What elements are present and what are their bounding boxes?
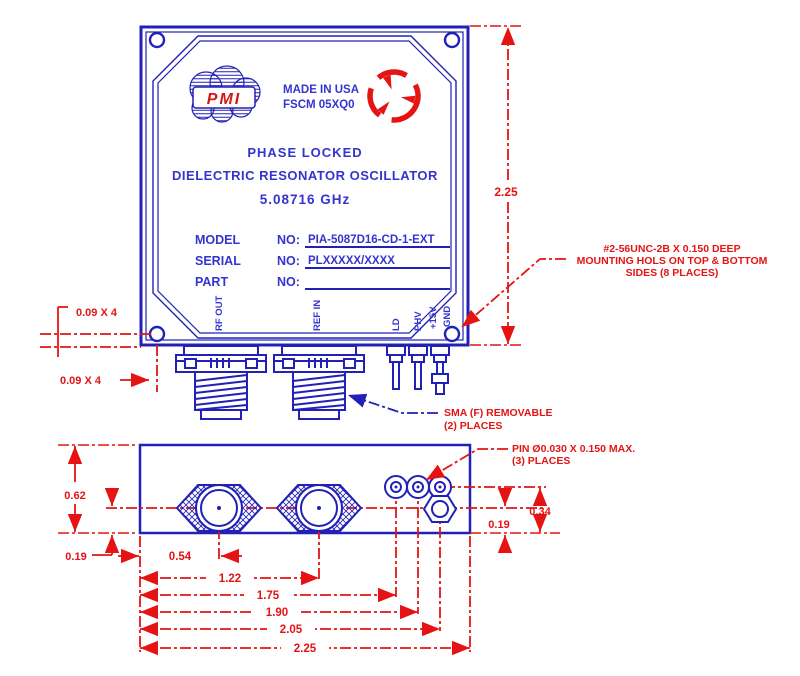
bottom-view-dimensions: 0.62 0.19 PIN Ø0.030 X 0.150 MAX. (3) PL… xyxy=(58,443,635,656)
dim-side-height: 0.62 xyxy=(58,444,138,534)
rf-out-label: RF OUT xyxy=(214,295,225,331)
pmi-logo-text: PMI xyxy=(207,91,241,108)
mounting-hole-top-left xyxy=(148,31,166,49)
svg-text:0.54: 0.54 xyxy=(169,551,192,563)
pin-end-view-3 xyxy=(428,475,452,499)
dim-side-offset-value: 0.19 xyxy=(65,551,86,563)
svg-text:1.90: 1.90 xyxy=(266,607,288,619)
pin-front-2 xyxy=(408,345,428,390)
dim-chain: 0.54 1.22 1.75 1.90 xyxy=(118,548,470,656)
title-phase-locked: PHASE LOCKED xyxy=(247,145,362,160)
sma-callout-line1: SMA (F) REMOVABLE xyxy=(444,407,553,419)
svg-text:2.05: 2.05 xyxy=(280,624,303,636)
gnd-label: GND xyxy=(442,306,453,327)
dim-pin-row-height: 0.34 xyxy=(470,488,560,534)
mounting-hole-top-right xyxy=(443,31,461,49)
made-in-usa-text: MADE IN USA xyxy=(283,84,359,96)
top-view-dimensions: 2.25 #2-56UNC-2B X 0.150 DEEP MOUNTING H… xyxy=(40,25,768,432)
dim-hole-offset-h-value: 0.09 X 4 xyxy=(60,375,102,387)
mounting-hole-bottom-right xyxy=(443,325,461,343)
dim-side-centerline-offset: 0.19 xyxy=(65,488,120,563)
title-dro: DIELECTRIC RESONATOR OSCILLATOR xyxy=(172,168,438,183)
mounting-callout-line2: MOUNTING HOLS ON TOP & BOTTOM xyxy=(577,255,768,267)
label-plate-outline xyxy=(152,35,457,339)
mounting-hole-bottom-left xyxy=(148,325,166,343)
mounting-hole-callout: #2-56UNC-2B X 0.150 DEEP MOUNTING HOLS O… xyxy=(461,243,768,328)
dim-hole-offset-vertical: 0.09 X 4 xyxy=(40,306,151,357)
case-outline xyxy=(139,25,470,347)
serial-label: SERIAL xyxy=(195,254,241,268)
mounting-callout-line1: #2-56UNC-2B X 0.150 DEEP xyxy=(603,243,740,255)
pin-callout: PIN Ø0.030 X 0.150 MAX. (3) PLACES xyxy=(425,443,635,481)
ld-label: LD xyxy=(391,318,402,331)
svg-text:1.75: 1.75 xyxy=(257,590,280,602)
dim-hole-offset-v-value: 0.09 X 4 xyxy=(76,307,118,319)
part-label: PART xyxy=(195,275,228,289)
phv-label: PHV xyxy=(413,311,424,331)
dim-pin-row-value: 0.34 xyxy=(529,506,551,518)
frequency-text: 5.08716 GHz xyxy=(260,192,351,207)
model-block: MODEL NO: PIA-5087D16-CD-1-EXT SERIAL NO… xyxy=(195,233,450,290)
dim-side-height-value: 0.62 xyxy=(64,490,85,502)
sma-connector-front-left xyxy=(175,345,267,420)
svg-text:1.22: 1.22 xyxy=(219,573,241,585)
mounting-callout-line3: SIDES (8 PLACES) xyxy=(626,267,719,279)
pin-front-1 xyxy=(386,345,406,390)
dim-stud-height: 0.19 xyxy=(488,488,513,553)
dim-chain-5: 2.05 xyxy=(140,621,440,637)
pin-end-view-1 xyxy=(384,475,408,499)
p15v-label: +15V xyxy=(428,306,439,329)
svg-text:2.25: 2.25 xyxy=(294,643,317,655)
dim-stud-height-value: 0.19 xyxy=(488,519,509,531)
serial-no-label: NO: xyxy=(277,254,300,268)
dim-chain-1: 0.54 xyxy=(118,548,242,564)
dim-chain-2: 1.22 xyxy=(140,570,319,586)
dim-chain-6: 2.25 xyxy=(140,640,470,656)
part-no-label: NO: xyxy=(277,275,300,289)
sma-callout: SMA (F) REMOVABLE (2) PLACES xyxy=(347,393,553,432)
dim-hole-offset-horizontal: 0.09 X 4 xyxy=(60,345,158,392)
dim-case-height-value: 2.25 xyxy=(494,185,518,199)
top-view: PMI MADE IN USA FSCM 05XQ0 PHASE LOCKED … xyxy=(139,25,470,420)
model-label: MODEL xyxy=(195,233,241,247)
serial-value: PLXXXXX/XXXX xyxy=(308,255,395,267)
bottom-view xyxy=(106,443,546,652)
dim-chain-4: 1.90 xyxy=(140,604,418,620)
model-value: PIA-5087D16-CD-1-EXT xyxy=(308,234,435,246)
fscm-text: FSCM 05XQ0 xyxy=(283,99,355,111)
connector-port-labels: RF OUT REF IN LD PHV +15V GND xyxy=(214,295,453,331)
pin-callout-line2: (3) PLACES xyxy=(512,455,570,467)
ref-in-label: REF IN xyxy=(312,300,323,331)
pin-callout-line1: PIN Ø0.030 X 0.150 MAX. xyxy=(512,443,635,455)
esd-symbol-icon xyxy=(367,69,421,123)
ground-stud-front xyxy=(430,345,450,395)
dim-chain-3: 1.75 xyxy=(140,587,396,603)
pmi-logo: PMI xyxy=(189,65,261,123)
dim-case-height: 2.25 xyxy=(470,25,522,346)
sma-callout-line2: (2) PLACES xyxy=(444,420,502,432)
model-no-label: NO: xyxy=(277,233,300,247)
ground-stud-end-view xyxy=(422,495,458,523)
sma-connector-front-right xyxy=(273,345,365,420)
